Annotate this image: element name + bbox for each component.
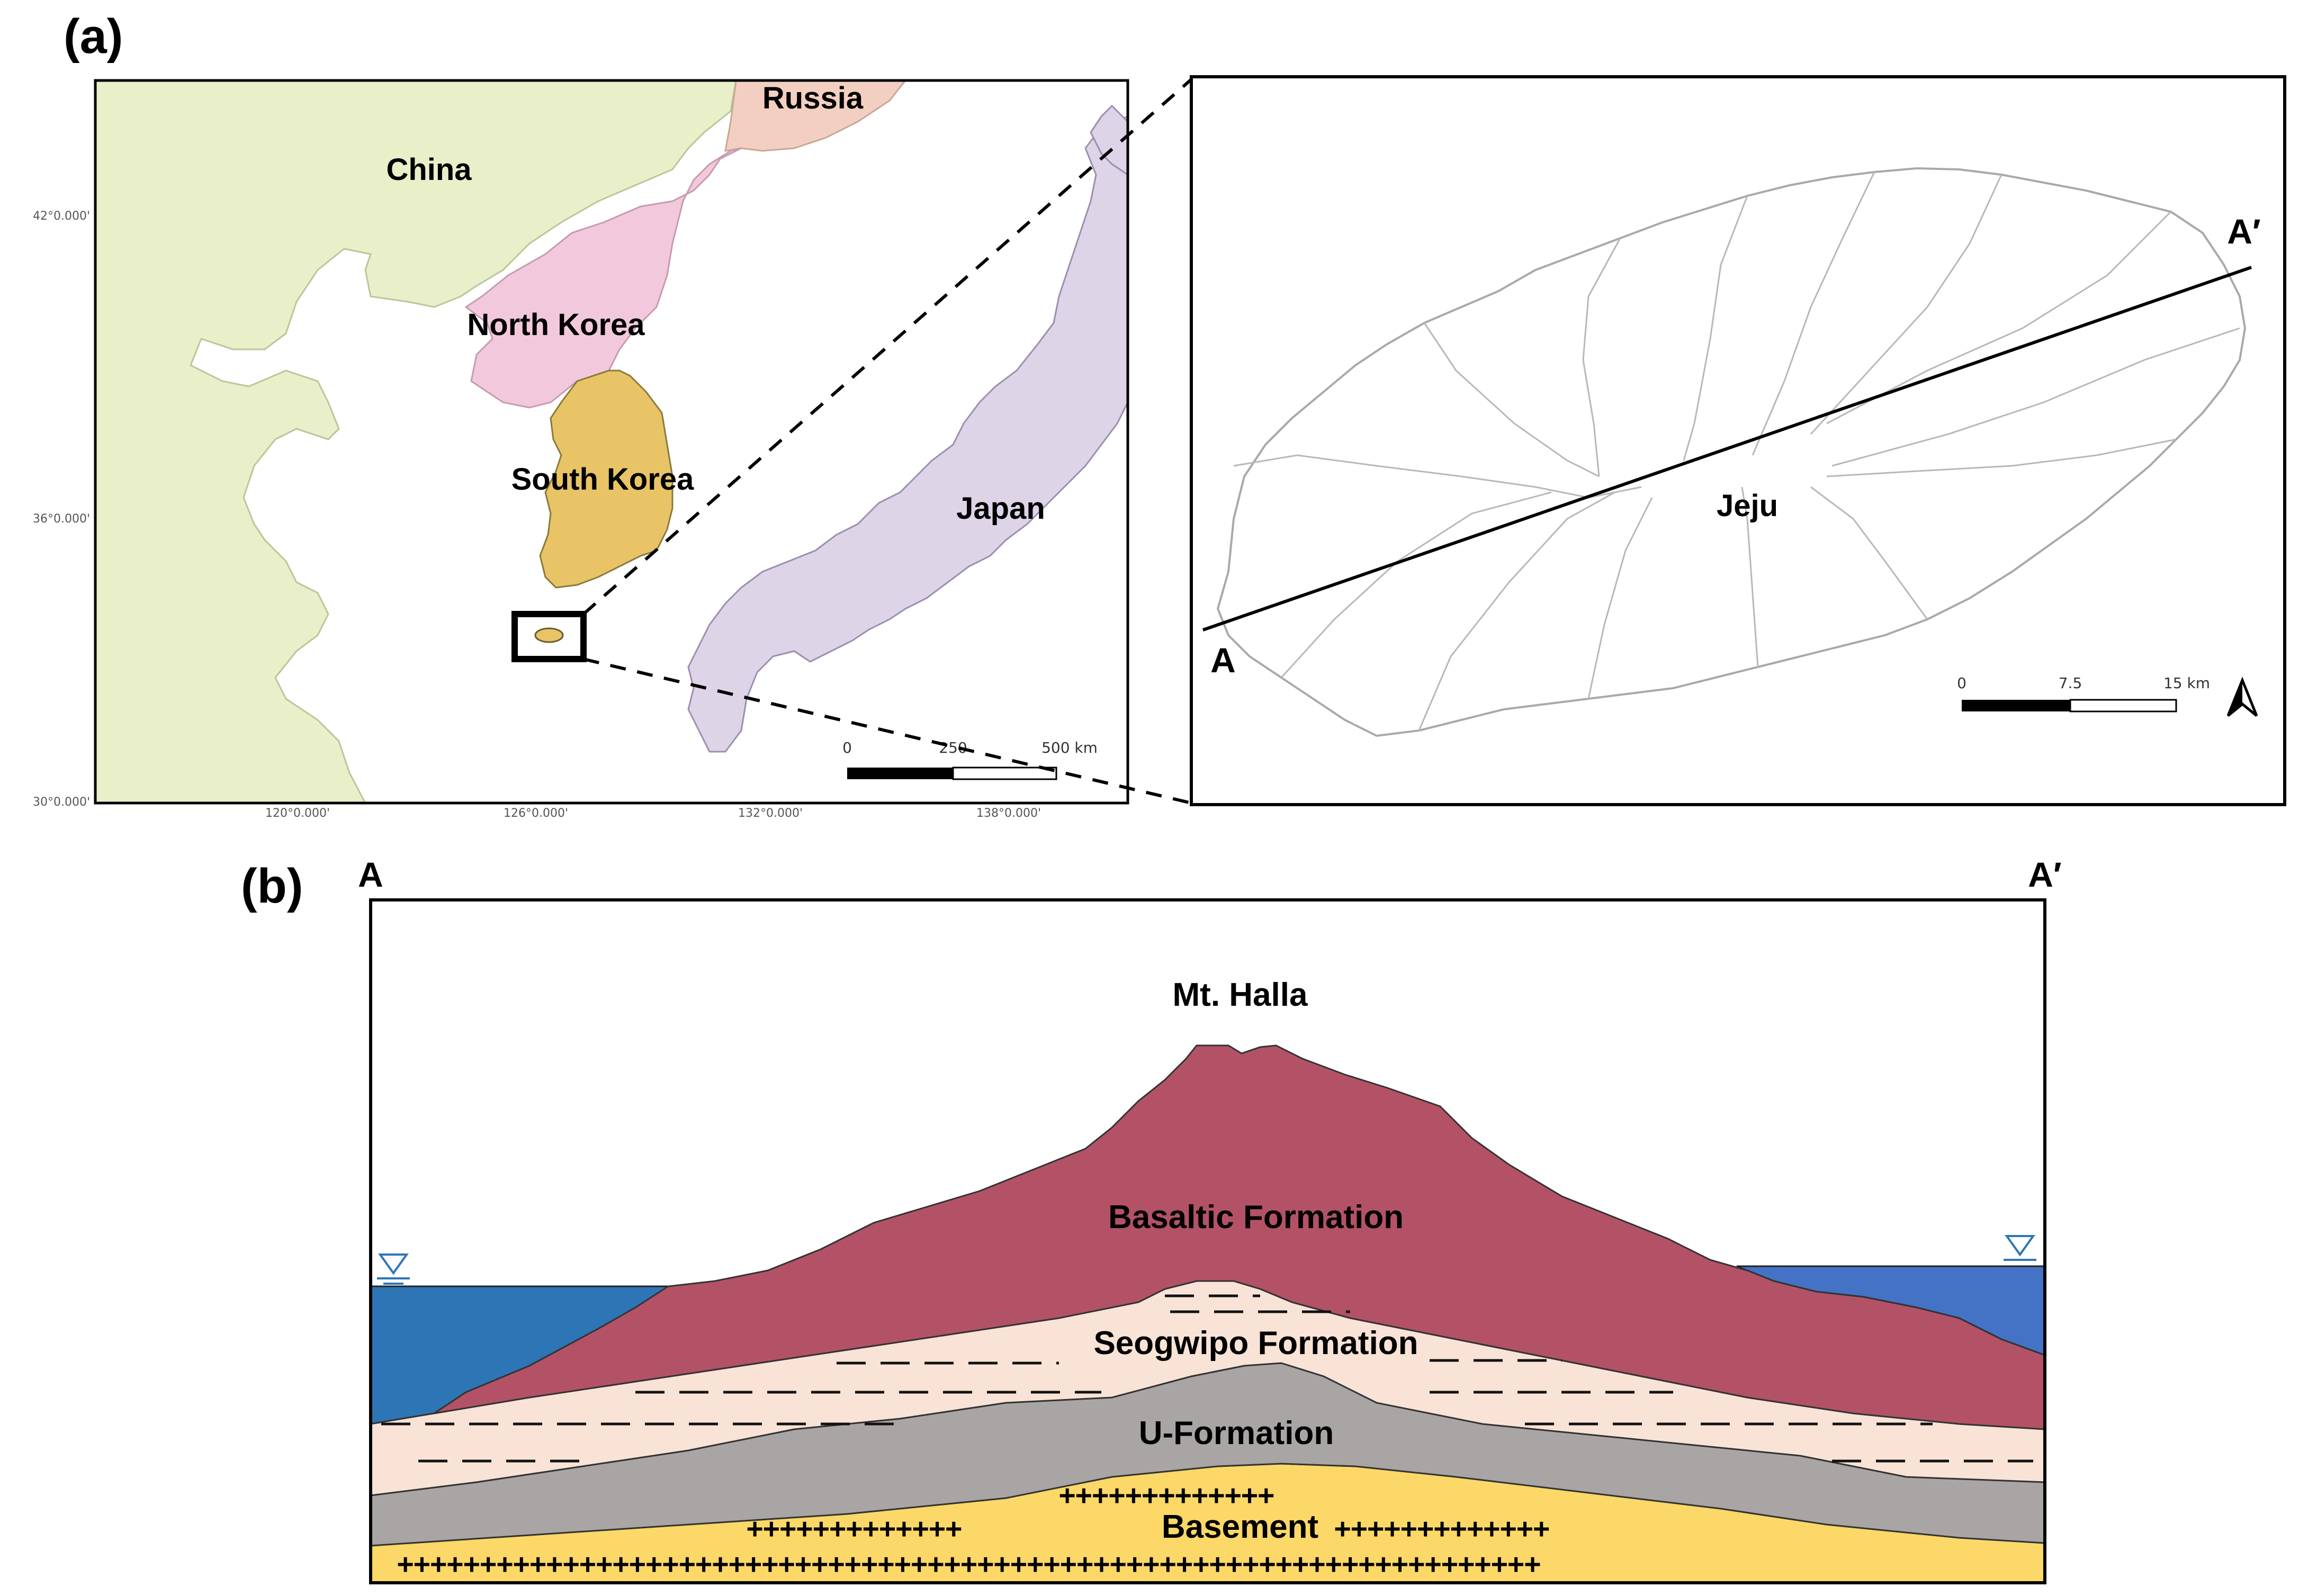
water-table-right-icon — [2004, 1235, 2036, 1261]
label-basaltic: Basaltic Formation — [1108, 1199, 1404, 1236]
label-north-korea: North Korea — [467, 308, 645, 342]
scale-inset-15: 15 km — [2163, 674, 2210, 692]
label-china: China — [386, 152, 472, 187]
scale-inset-0: 0 — [1957, 674, 1966, 692]
section-point-a-prime: A′ — [2028, 855, 2062, 894]
lon-tick-120: 120°0.000' — [265, 807, 330, 820]
section-frame — [369, 898, 2046, 1584]
scale-bar-regional: 0 250 500 km — [842, 739, 1098, 780]
regional-map-frame — [94, 79, 1129, 805]
lat-tick-30: 30°0.000' — [33, 796, 90, 809]
layer-basaltic — [434, 1044, 2045, 1430]
label-mt-halla: Mt. Halla — [1173, 977, 1308, 1013]
transect-line — [1202, 266, 2252, 632]
label-japan: Japan — [956, 491, 1045, 526]
scale-inset-7-5: 7.5 — [2059, 674, 2082, 692]
label-russia: Russia — [762, 81, 864, 115]
label-seogwipo: Seogwipo Formation — [1093, 1325, 1418, 1361]
scale-regional-500: 500 km — [1041, 739, 1098, 756]
south-korea-shape — [539, 369, 673, 589]
sediment-dashes — [381, 1294, 2033, 1463]
cross-section: +++++++++++++ +++++++++++++ ++++++++++++… — [369, 898, 2046, 1584]
lon-tick-126: 126°0.000' — [504, 807, 568, 820]
lon-tick-132: 132°0.000' — [738, 807, 803, 820]
label-jeju: Jeju — [1717, 489, 1778, 523]
basement-plus-row-2: +++++++++++++ — [747, 1513, 962, 1545]
jeju-outline — [1216, 167, 2247, 737]
north-arrow-icon — [2226, 677, 2258, 717]
scale-regional-0: 0 — [842, 739, 852, 756]
scale-bar-inset: 0 7.5 15 km — [1957, 674, 2210, 713]
basement-plus-row-1: +++++++++++++ — [1059, 1480, 1274, 1511]
basement-plus-row-3: +++++++++++++ — [1334, 1513, 1550, 1545]
lat-tick-36: 36°0.000' — [33, 512, 90, 526]
russia-shape — [724, 80, 906, 152]
basement-plus-row-4: ++++++++++++++++++++++++++++++++++++++++… — [397, 1548, 1541, 1580]
panel-a-label: (a) — [64, 10, 123, 64]
china-shape — [95, 80, 737, 803]
inset-point-a: A — [1210, 641, 1236, 680]
jeju-locator-box — [511, 611, 587, 662]
panel-b-label: (b) — [241, 859, 303, 913]
regional-map: Russia China North Korea South Korea Jap… — [33, 79, 1129, 820]
label-basement: Basement — [1162, 1509, 1318, 1545]
inset-point-a-prime: A′ — [2227, 212, 2261, 251]
section-point-a: A — [358, 855, 383, 894]
watershed-lines — [1233, 172, 2240, 731]
jeju-inset-map: A A′ Jeju 0 7.5 15 km — [1190, 75, 2286, 806]
zoom-line-bottom — [583, 657, 1192, 805]
label-u-formation: U-Formation — [1139, 1415, 1334, 1451]
label-south-korea: South Korea — [511, 462, 695, 497]
water-table-left-icon — [377, 1254, 410, 1285]
zoom-line-top — [582, 78, 1192, 616]
north-korea-shape — [464, 147, 742, 409]
lon-tick-138: 138°0.000' — [976, 807, 1041, 820]
jeju-island-small — [534, 627, 564, 643]
lat-tick-42: 42°0.000' — [33, 210, 90, 223]
japan-shape — [687, 115, 1128, 753]
